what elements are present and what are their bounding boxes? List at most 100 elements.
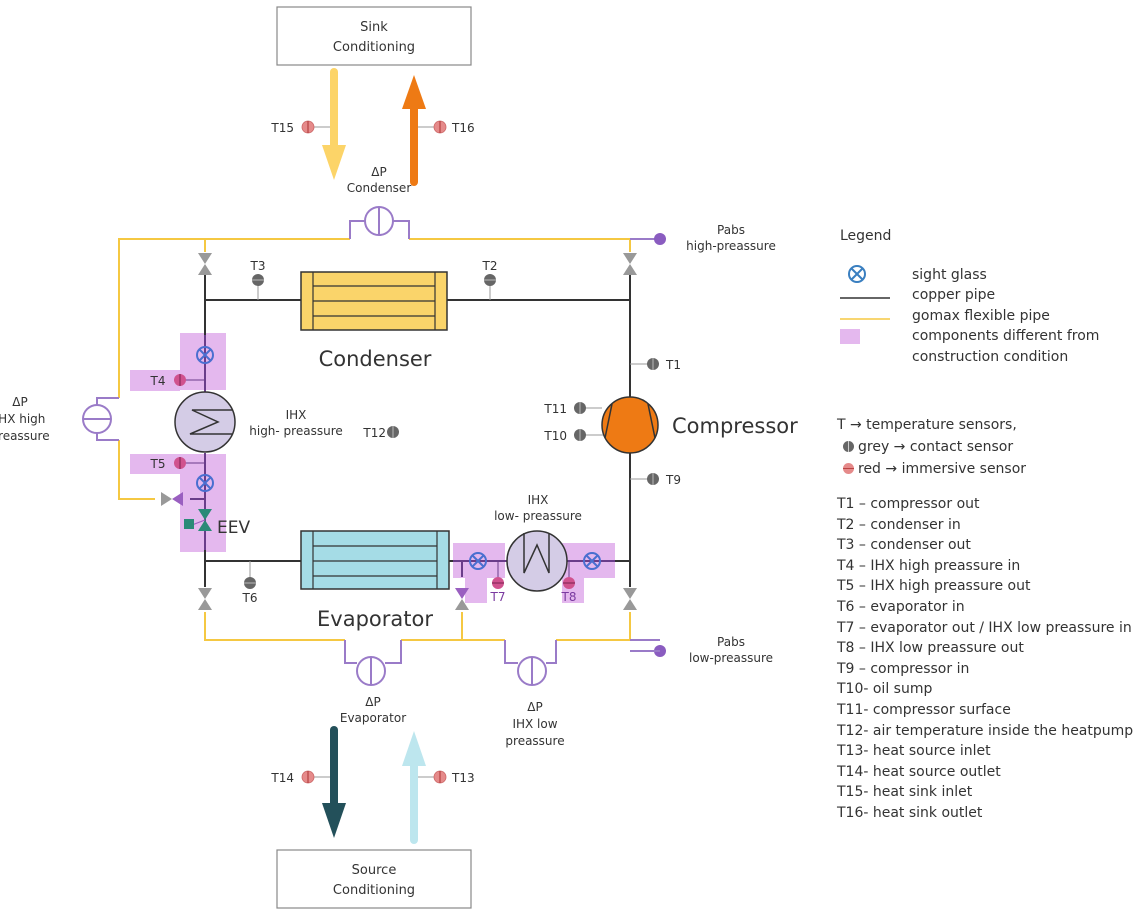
legend-item-gomax-pipe: gomax flexible pipe bbox=[840, 306, 1147, 327]
dp-evaporator-label-2: Evaporator bbox=[340, 711, 406, 725]
t1-label: T1 bbox=[665, 358, 681, 372]
sensor-type-grey: grey → contact sensor bbox=[837, 436, 1026, 458]
dp-ihx-low-label-2: IHX low bbox=[512, 717, 557, 731]
sensor-t9: T9 bbox=[630, 472, 681, 487]
sensor-t6: T6 bbox=[242, 561, 258, 605]
dp-evaporator-label-1: ΔP bbox=[365, 695, 380, 709]
dp-ihx-low: ΔP IHX low preassure bbox=[505, 656, 565, 748]
pabs-low-label-2: low-preassure bbox=[689, 651, 773, 665]
legend-label: sight glass bbox=[912, 266, 987, 283]
legend-item-continued: construction condition bbox=[840, 347, 1147, 368]
sink-label-2: Conditioning bbox=[333, 40, 415, 55]
sensor-list-item: T3 – condenser out bbox=[837, 537, 971, 554]
sensor-types: T → temperature sensors, grey → contact … bbox=[837, 414, 1026, 480]
heat-sink-outlet-arrow bbox=[402, 75, 426, 186]
sensor-type-grey-label: grey → contact sensor bbox=[858, 439, 1014, 455]
sensor-list-item: T2 – condenser in bbox=[837, 516, 961, 533]
sensor-t8: T8 bbox=[561, 561, 577, 604]
dp-ihx-high-label-2: IHX high bbox=[0, 412, 45, 426]
sensor-list: T1 – compressor out T2 – condenser in T3… bbox=[837, 494, 1133, 824]
legend-label: components different from bbox=[912, 328, 1100, 345]
heat-source-outlet-arrow bbox=[322, 726, 346, 838]
sensor-list-item: T12- air temperature inside the heatpump bbox=[837, 722, 1134, 739]
t12-label: T12 bbox=[362, 426, 386, 440]
valve-icon bbox=[623, 253, 637, 275]
copper-pipes bbox=[204, 275, 631, 587]
t4-label: T4 bbox=[150, 374, 166, 388]
t11-label: T11 bbox=[543, 402, 567, 416]
ihx-low-pressure: IHX low- preassure bbox=[494, 493, 582, 592]
sensor-t16: T16 bbox=[418, 120, 475, 135]
sensor-t14: T14 bbox=[270, 770, 330, 785]
t3-label: T3 bbox=[250, 259, 266, 273]
eev-label: EEV bbox=[217, 518, 250, 538]
dp-ihx-low-label-3: preassure bbox=[505, 734, 564, 748]
immersive-sensor-icon bbox=[843, 463, 854, 474]
t6-label: T6 bbox=[242, 591, 258, 605]
dp-condenser-label-2: Condenser bbox=[347, 181, 412, 195]
sensor-list-item: T11- compressor surface bbox=[837, 701, 1011, 718]
ihx-high-label-1: IHX bbox=[286, 408, 307, 422]
pabs-low-label-1: Pabs bbox=[717, 635, 745, 649]
ihx-low-label-1: IHX bbox=[528, 493, 549, 507]
sensor-t15: T15 bbox=[270, 120, 330, 135]
valve-icon bbox=[198, 253, 212, 275]
pabs-high-pressure: Pabs high-preassure bbox=[654, 223, 776, 253]
sensor-list-item: T14- heat source outlet bbox=[837, 763, 1001, 780]
source-conditioning-box: Source Conditioning bbox=[276, 849, 472, 909]
t16-label: T16 bbox=[451, 121, 475, 135]
t7-label: T7 bbox=[490, 590, 506, 604]
valve-icon bbox=[198, 588, 212, 610]
sensor-list-item: T5 – IHX high preassure out bbox=[837, 578, 1031, 595]
legend-item-sight-glass: sight glass bbox=[840, 264, 1147, 286]
dp-condenser: ΔP Condenser bbox=[347, 165, 412, 236]
dp-evaporator: ΔP Evaporator bbox=[340, 656, 406, 725]
source-label-1: Source bbox=[352, 863, 397, 878]
sensor-list-item: T8 – IHX low preassure out bbox=[837, 640, 1024, 657]
legend-item-copper-pipe: copper pipe bbox=[840, 285, 1147, 306]
sensor-list-item: T10- oil sump bbox=[837, 681, 933, 698]
sensor-list-item: T4 – IHX high preassure in bbox=[837, 557, 1021, 574]
pabs-high-label-1: Pabs bbox=[717, 223, 745, 237]
ihx-high-pressure: IHX high- preassure bbox=[174, 391, 343, 453]
copper-pipe-line-icon bbox=[840, 297, 890, 299]
sensor-t12: T12 bbox=[362, 425, 400, 440]
valve-icon bbox=[455, 588, 469, 610]
sensor-list-item: T13- heat source inlet bbox=[837, 743, 991, 760]
sensor-t13: T13 bbox=[418, 770, 475, 785]
sink-conditioning-box: Sink Conditioning bbox=[276, 6, 472, 66]
legend-label: construction condition bbox=[912, 348, 1069, 365]
bypass-valve-icon bbox=[161, 492, 183, 506]
sensor-type-red-label: red → immersive sensor bbox=[858, 461, 1027, 477]
pabs-high-label-2: high-preassure bbox=[686, 239, 776, 253]
condenser: Condenser bbox=[300, 271, 448, 371]
t13-label: T13 bbox=[451, 771, 475, 785]
t15-label: T15 bbox=[270, 121, 294, 135]
t8-label: T8 bbox=[561, 590, 577, 604]
ihx-low-label-2: low- preassure bbox=[494, 509, 582, 523]
sensor-list-item: T1 – compressor out bbox=[837, 496, 980, 512]
legend-item-changed-component: components different from bbox=[840, 326, 1147, 347]
sensor-t1: T1 bbox=[630, 357, 681, 372]
sensor-types-header: T → temperature sensors, bbox=[837, 417, 1017, 433]
sensor-list-item: T6 – evaporator in bbox=[837, 598, 965, 615]
dp-pipes bbox=[96, 220, 660, 664]
source-label-2: Conditioning bbox=[333, 883, 415, 898]
sensor-list-item: T15- heat sink inlet bbox=[837, 784, 973, 801]
ihx-high-label-2: high- preassure bbox=[249, 424, 343, 438]
t2-label: T2 bbox=[482, 259, 498, 273]
sink-label-1: Sink bbox=[360, 20, 388, 35]
evaporator: Evaporator bbox=[300, 530, 450, 631]
compressor-label: Compressor bbox=[672, 414, 798, 438]
sensor-t5: T5 bbox=[150, 456, 205, 471]
legend-title: Legend bbox=[840, 228, 892, 244]
sensor-list-item: T7 – evaporator out / IHX low preassure … bbox=[837, 619, 1132, 636]
valve-icon bbox=[623, 588, 637, 610]
sensor-t3: T3 bbox=[250, 259, 266, 300]
legend: Legend sight glass copper pipe gomax fle… bbox=[840, 226, 1147, 368]
sensor-t2: T2 bbox=[482, 259, 498, 300]
t14-label: T14 bbox=[270, 771, 294, 785]
sensor-t4: T4 bbox=[150, 373, 205, 388]
dp-ihx-high-label-1: ΔP bbox=[12, 395, 27, 409]
